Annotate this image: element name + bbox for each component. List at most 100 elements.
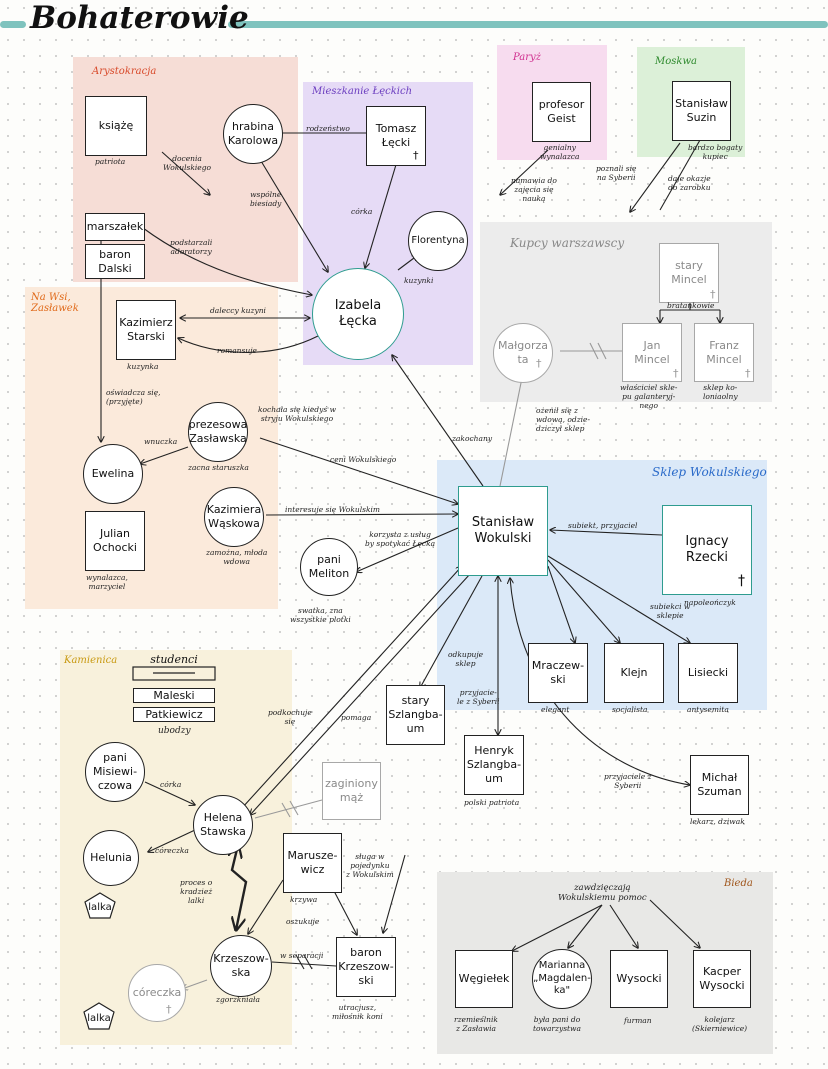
note-namawia: namawia do zajęcia się nauką [511, 176, 557, 203]
node-florentyna[interactable]: Florentyna [408, 211, 468, 271]
note-romansuje: romansuje [217, 346, 257, 355]
node-franz-mincel[interactable]: Franz Mincel [694, 323, 754, 382]
note-zgorzkniala: zgorzkniała [216, 995, 260, 1004]
region-label-merchants: Kupcy warszawscy [510, 236, 625, 250]
region-label-aristocracy: Arystokracja [92, 66, 157, 77]
note-bardzo: bardzo bogaty kupiec [688, 143, 743, 161]
note-przyjaciele: przyjacie- le z Syberii [457, 688, 500, 706]
note-rzemieslnik: rzemieślnik z Zasławia [454, 1015, 498, 1033]
node-zaginiony[interactable]: zaginiony mąż [322, 762, 381, 820]
note-krzywa: krzywa [290, 895, 318, 904]
node-wegielek[interactable]: Węgiełek [455, 950, 513, 1008]
node-lalka-1[interactable]: lalka [88, 901, 112, 913]
node-lalka-2[interactable]: lalka [87, 1012, 111, 1024]
note-subiekci: subiekci w sklepie [650, 602, 691, 620]
note-oswiadcza: oświadcza się, (przyjęte) [106, 388, 161, 406]
node-patkiewicz[interactable]: Patkiewicz [133, 707, 215, 722]
node-ewelina[interactable]: Ewelina [83, 444, 143, 504]
note-daje: daje okazje do zarobku [668, 174, 711, 192]
node-marszalek[interactable]: marszałek [85, 213, 145, 241]
dagger-coreczka: † [166, 1003, 172, 1016]
region-label-shop: Sklep Wokulskiego [652, 465, 767, 479]
title-bar-right [228, 21, 828, 28]
note-wlasciciel: właściciel skle- pu galanteryj- nego [620, 383, 678, 410]
node-krzeszowska[interactable]: Krzeszow- ska [210, 935, 272, 997]
node-geist[interactable]: profesor Geist [532, 82, 591, 142]
note-lekarz: lekarz, dziwak [690, 817, 745, 826]
dagger-rzecki: † [738, 573, 745, 589]
node-szuman[interactable]: Michał Szuman [690, 755, 749, 815]
node-misiewiczowa[interactable]: pani Misiewi- czowa [85, 742, 145, 802]
node-ksiaze[interactable]: książę [85, 96, 147, 156]
node-mraczewski[interactable]: Mraczew- ski [528, 643, 588, 703]
note-interesuje: interesuje się Wokulskim [285, 505, 380, 514]
note-zamozna: zamożna, młoda wdowa [206, 548, 268, 566]
node-stary-szlangbaum[interactable]: stary Szlangba- um [386, 685, 445, 745]
note-socjalista: socjalista [612, 705, 648, 714]
note-wspolne: wspólne biesiady [250, 190, 282, 208]
note-podkochuje: podkochuje się [268, 708, 312, 726]
node-stawska[interactable]: Helena Stawska [193, 795, 253, 855]
node-malgorzata[interactable]: Małgorza ta [493, 323, 553, 383]
note-oszukuje: oszukuje [286, 917, 320, 926]
node-wasowska[interactable]: Kazimiera Wąskowa [204, 487, 264, 547]
note-podstarzali: podstarzali adoratorzy [170, 238, 213, 256]
note-kuzynka: kuzynka [127, 362, 159, 371]
title-bar-left [0, 21, 26, 28]
node-baron-krzeszowski[interactable]: baron Krzeszow- ski [336, 937, 396, 997]
doll-pentagon-2 [83, 1002, 115, 1030]
note-corka-1: córka [351, 207, 373, 216]
note-utracjusz: utracjusz, miłośnik koni [332, 1003, 383, 1021]
node-meliton[interactable]: pani Meliton [300, 538, 358, 596]
region-label-paris: Paryż [513, 52, 541, 63]
note-ozenil: ożenił się z wdową, odzie- dziczył sklep [536, 406, 591, 433]
dagger-franz-mincel: † [745, 367, 751, 380]
note-separacji: w separacji [280, 951, 324, 960]
node-zaslawska[interactable]: prezesowa Zasławska [188, 402, 248, 462]
node-klejn[interactable]: Klejn [604, 643, 664, 703]
node-tomasz[interactable]: Tomasz Łęcki [366, 106, 426, 166]
node-lisiecki[interactable]: Lisiecki [678, 643, 738, 703]
note-sluzy: sługa w pojedynku z Wokulskim [346, 852, 394, 879]
node-kacper[interactable]: Kacper Wysocki [693, 950, 751, 1008]
note-korzysta: korzysta z usług by spotykać Łęcką [365, 530, 436, 548]
node-suzin[interactable]: Stanisław Suzin [672, 81, 731, 141]
doll-pentagon-1 [84, 892, 116, 919]
page-title: Bohaterowie [30, 0, 249, 36]
node-marianna[interactable]: Marianna „Magdalen- ka" [532, 949, 592, 1009]
note-coreczka: córeczka [155, 846, 189, 855]
node-coreczka[interactable]: córeczka [128, 964, 186, 1022]
node-ochocki[interactable]: Julian Ochocki [85, 511, 145, 571]
node-henryk[interactable]: Henryk Szlangba- um [464, 735, 524, 795]
note-wynalazca: wynalazca, marzyciel [86, 573, 128, 591]
node-stary-mincel[interactable]: stary Mincel [659, 243, 719, 303]
note-antysemita: antysemita [687, 705, 729, 714]
region-label-poverty: Bieda [724, 878, 753, 889]
note-subiekt: subiekt, przyjaciel [568, 521, 638, 530]
region-label-moscow: Moskwa [655, 56, 697, 67]
node-baron-dalski[interactable]: baron Dalski [85, 244, 145, 279]
note-sklep: sklep ko- loniaolny [703, 383, 738, 401]
node-karolowa[interactable]: hrabina Karolowa [223, 104, 283, 164]
note-napoleonczyk: napoleończyk [684, 598, 736, 607]
node-izabela[interactable]: Izabela Łęcka [312, 268, 404, 360]
node-rzecki[interactable]: Ignacy Rzecki [662, 505, 752, 595]
note-ceni: ceni Wokulskiego [330, 455, 397, 464]
dagger-malgorzata: † [536, 357, 542, 370]
node-maruszewicz[interactable]: Marusze- wicz [283, 833, 342, 893]
dagger-stary-mincel: † [710, 288, 716, 301]
node-starski[interactable]: Kazimierz Starski [116, 300, 176, 360]
node-studenci[interactable]: studenci [150, 653, 198, 667]
node-helunia[interactable]: Helunia [83, 830, 139, 886]
node-maleski[interactable]: Maleski [133, 688, 215, 703]
node-wokulski[interactable]: Stanisław Wokulski [458, 486, 548, 576]
note-elegant: elegant [541, 705, 570, 714]
node-jan-mincel[interactable]: Jan Mincel [622, 323, 682, 382]
note-ubodzy: ubodzy [158, 726, 191, 736]
note-kolejarz: kolejarz (Skierniewice) [692, 1015, 748, 1033]
note-zawdzieczaja: zawdzięczają Wokulskiemu pomoc [558, 883, 647, 904]
note-docenia: docenia Wokulskiego [163, 154, 212, 172]
note-polski: polski patriota [464, 798, 520, 807]
note-dalecy: daleccy kuzyni [210, 306, 266, 315]
node-wysocki[interactable]: Wysocki [610, 950, 668, 1008]
